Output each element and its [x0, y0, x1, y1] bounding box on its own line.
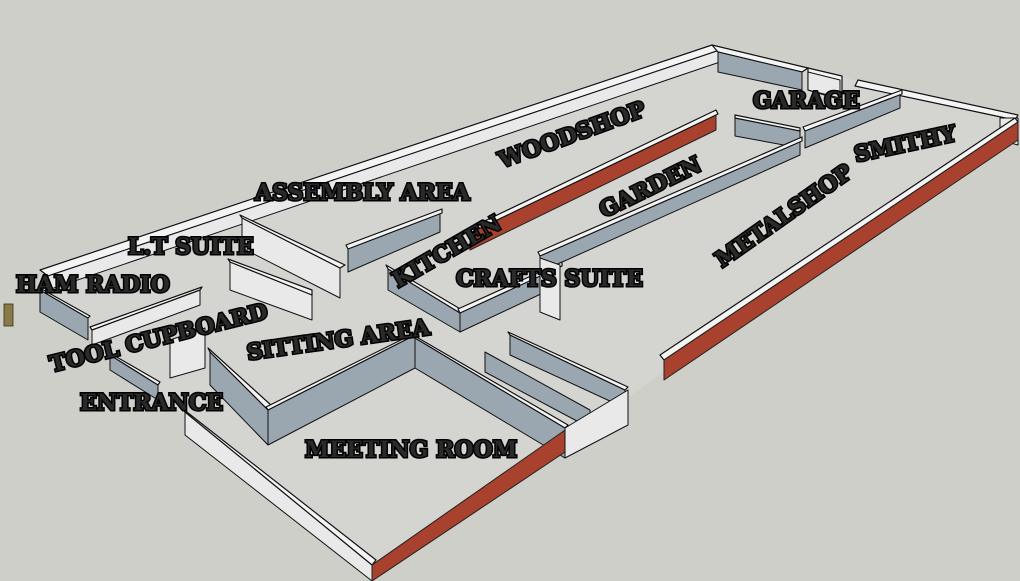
corridor-end-wall [564, 389, 629, 459]
building-floor [40, 48, 1018, 575]
garage-inner-top [734, 114, 801, 132]
woodshop-brick-wall-top [467, 109, 719, 234]
tool-cupboard-wall-top [89, 286, 203, 331]
smithy-west-wall-top [802, 89, 903, 132]
garden-wall-top [537, 136, 803, 257]
lt-suite-wall-top [227, 258, 313, 296]
sitting-area-south-wall-top [265, 331, 418, 411]
cupboard-unit [169, 327, 206, 379]
label-garage: GARAGE [753, 88, 860, 114]
label-assembly-area: ASSEMBLY AREA [254, 180, 471, 206]
label-meeting-room: MEETING ROOM [305, 437, 517, 463]
label-entrance: ENTRANCE [80, 390, 223, 416]
corridor-wall-b-top [507, 331, 629, 391]
kitchen-north-wall-top [345, 208, 443, 250]
label-crafts-suite: CRAFTS SUITE [456, 266, 643, 292]
entrance-wall-top [107, 351, 161, 386]
person-figure [3, 303, 14, 327]
woodshop-east-wall [717, 51, 803, 91]
metalshop-brick-wall [663, 121, 1019, 381]
garage-wall-face [807, 71, 841, 99]
crafts-suite-east-wall [539, 257, 561, 321]
label-ham-radio: HAM RADIO [16, 272, 170, 298]
ham-radio-wall-top [37, 286, 91, 319]
label-lt-suite: L.T SUITE [128, 234, 254, 260]
crafts-suite-south-wall-top [457, 261, 563, 314]
assembly-divider-top [239, 214, 346, 269]
